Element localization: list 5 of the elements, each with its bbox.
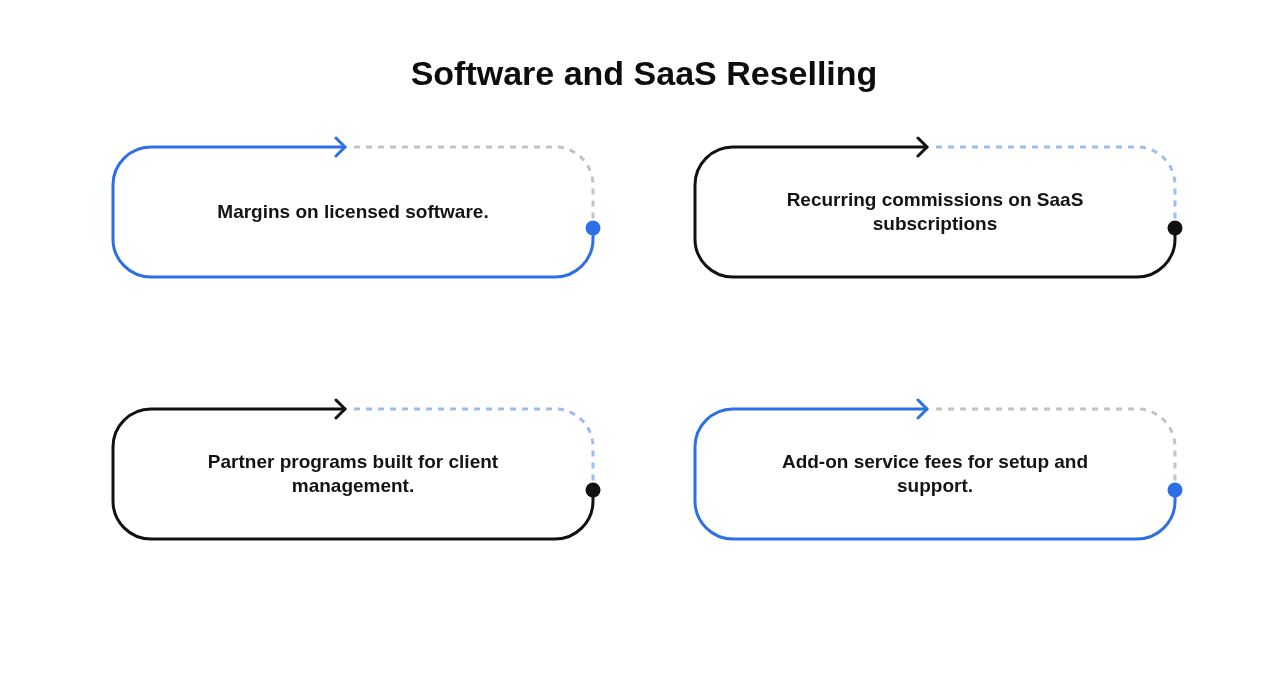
box-text: Margins on licensed software. xyxy=(217,200,489,224)
title: Software and SaaS Reselling xyxy=(410,54,878,92)
box-text: Recurring commissions on SaaS subscriptions xyxy=(785,188,1085,236)
box-text: Add-on service fees for setup and support. xyxy=(780,450,1090,498)
box-text: Partner programs built for client management. xyxy=(206,450,500,498)
